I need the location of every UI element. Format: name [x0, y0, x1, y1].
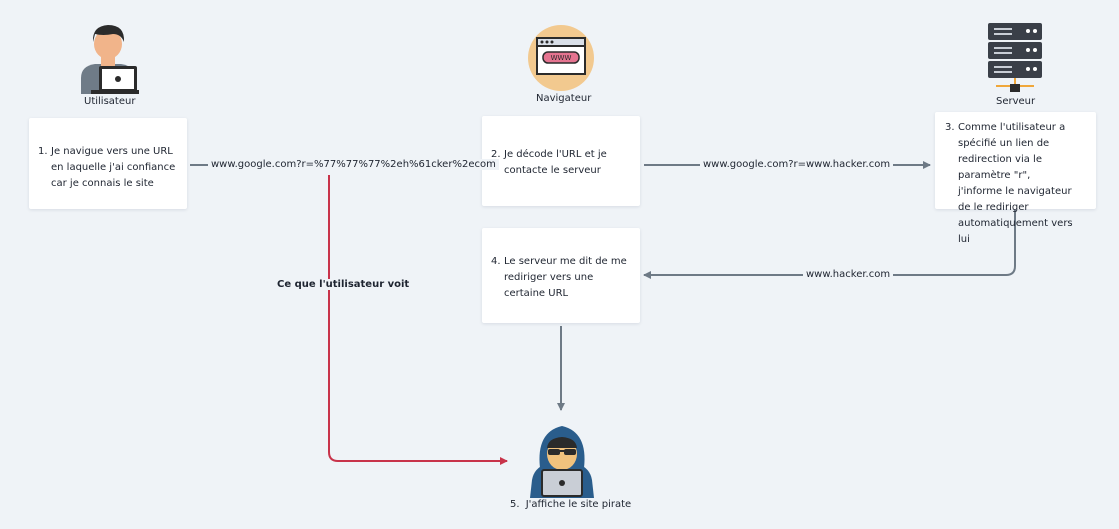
user-label: Utilisateur [84, 96, 136, 107]
step-3-number: 3. [945, 122, 955, 133]
server-rack-icon [988, 23, 1042, 92]
arrow-user-sees [328, 175, 508, 465]
user-sees-label: Ce que l'utilisateur voit [274, 279, 413, 290]
step-5-text: J'affiche le site pirate [525, 499, 632, 510]
server-label: Serveur [996, 96, 1036, 107]
step-2-box: 2. Je décode l'URL et je contacte le ser… [482, 116, 640, 206]
svg-text:WWW: WWW [551, 54, 572, 62]
step-5-label: 5. J'affiche le site pirate [510, 499, 631, 510]
step-3-text: Comme l'utilisateur a spécifié un lien d… [958, 122, 1073, 245]
arrow-server-to-browser [643, 210, 1016, 279]
step-4-box: 4. Le serveur me dit de me rediriger ver… [482, 228, 640, 323]
redirect-url-label: www.hacker.com [803, 269, 894, 280]
step-1-number: 1. [38, 146, 48, 157]
user-laptop-icon [81, 25, 139, 94]
step-1-text: Je navigue vers une URL en laquelle j'ai… [51, 146, 176, 189]
step-2-number: 2. [491, 149, 501, 160]
step-2-text: Je décode l'URL et je contacte le serveu… [504, 149, 607, 176]
decoded-url-label: www.google.com?r=www.hacker.com [700, 159, 894, 170]
step-4-text: Le serveur me dit de me rediriger vers u… [504, 256, 627, 299]
step-4-number: 4. [491, 256, 501, 267]
browser-label: Navigateur [536, 93, 592, 104]
browser-www-icon: WWW [528, 25, 594, 91]
step-3-box: 3. Comme l'utilisateur a spécifié un lie… [935, 112, 1096, 245]
encoded-url-label: www.google.com?r=%77%77%77%2eh%61cker%2e… [208, 159, 499, 170]
hacker-hood-icon [530, 426, 594, 498]
step-5-number: 5. [510, 499, 520, 510]
step-1-box: 1. Je navigue vers une URL en laquelle j… [29, 118, 187, 209]
